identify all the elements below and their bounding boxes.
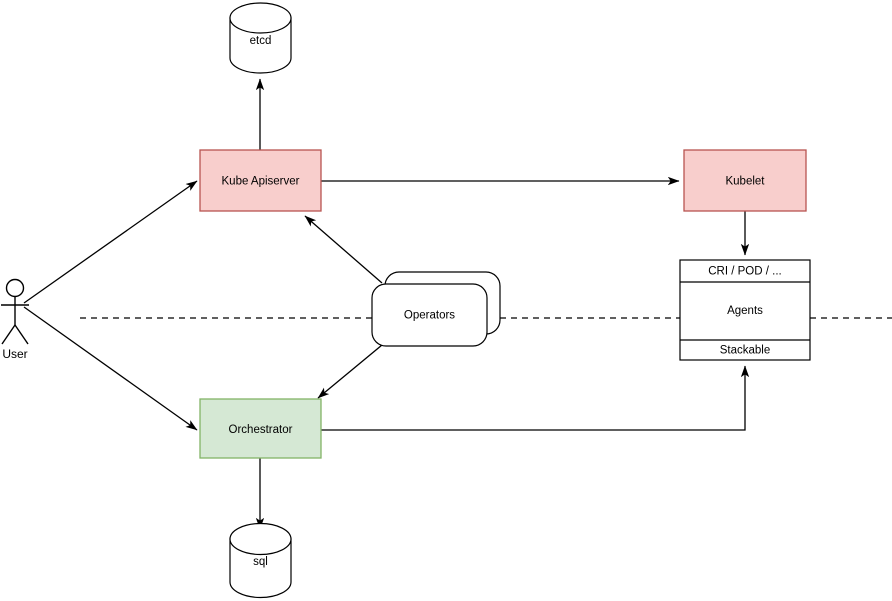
agents-section-agents-label: Agents — [727, 305, 763, 317]
etcd-label: etcd — [250, 35, 272, 47]
edge-operators-to-kube-apiserver — [304, 215, 383, 284]
node-operators[interactable]: Operators — [371, 271, 501, 347]
edge-operators-to-orchestrator — [317, 344, 383, 399]
operators-front-card — [371, 283, 488, 347]
node-kubelet[interactable]: Kubelet — [683, 149, 807, 212]
agents-stack-outer — [679, 259, 811, 361]
edge-user-to-kube-apiserver — [23, 180, 198, 304]
user-actor-label: User — [2, 347, 27, 361]
agents-section-cri-label: CRI / POD / ... — [708, 266, 781, 278]
node-agents-stack[interactable]: CRI / POD / ... Agents Stackable — [679, 259, 811, 361]
operators-label: Operators — [404, 310, 455, 322]
kubelet-box — [683, 149, 807, 212]
etcd-cylinder-top — [229, 2, 292, 34]
node-etcd[interactable]: etcd — [229, 2, 292, 74]
node-sql[interactable]: sql — [229, 522, 292, 599]
node-kube-apiserver[interactable]: Kube Apiserver — [199, 149, 322, 212]
user-actor-head — [5, 278, 25, 298]
user-actor[interactable]: User — [1, 278, 29, 362]
kube-apiserver-label: Kube Apiserver — [222, 176, 300, 188]
edge-user-to-orchestrator — [23, 306, 198, 431]
user-actor-leg-left — [1, 324, 16, 345]
etcd-cylinder-body — [229, 17, 292, 74]
orchestrator-label: Orchestrator — [229, 424, 293, 436]
kubelet-label: Kubelet — [725, 176, 765, 188]
agents-section-stackable-label: Stackable — [720, 345, 771, 357]
node-orchestrator[interactable]: Orchestrator — [199, 398, 322, 459]
sql-cylinder-top — [229, 522, 292, 556]
kube-apiserver-box — [199, 149, 322, 212]
sql-label: sql — [253, 556, 268, 568]
sql-cylinder-body — [229, 538, 292, 599]
edge-orchestrator-to-stackable — [321, 365, 750, 431]
user-actor-leg-right — [14, 324, 29, 345]
orchestrator-box — [199, 398, 322, 459]
